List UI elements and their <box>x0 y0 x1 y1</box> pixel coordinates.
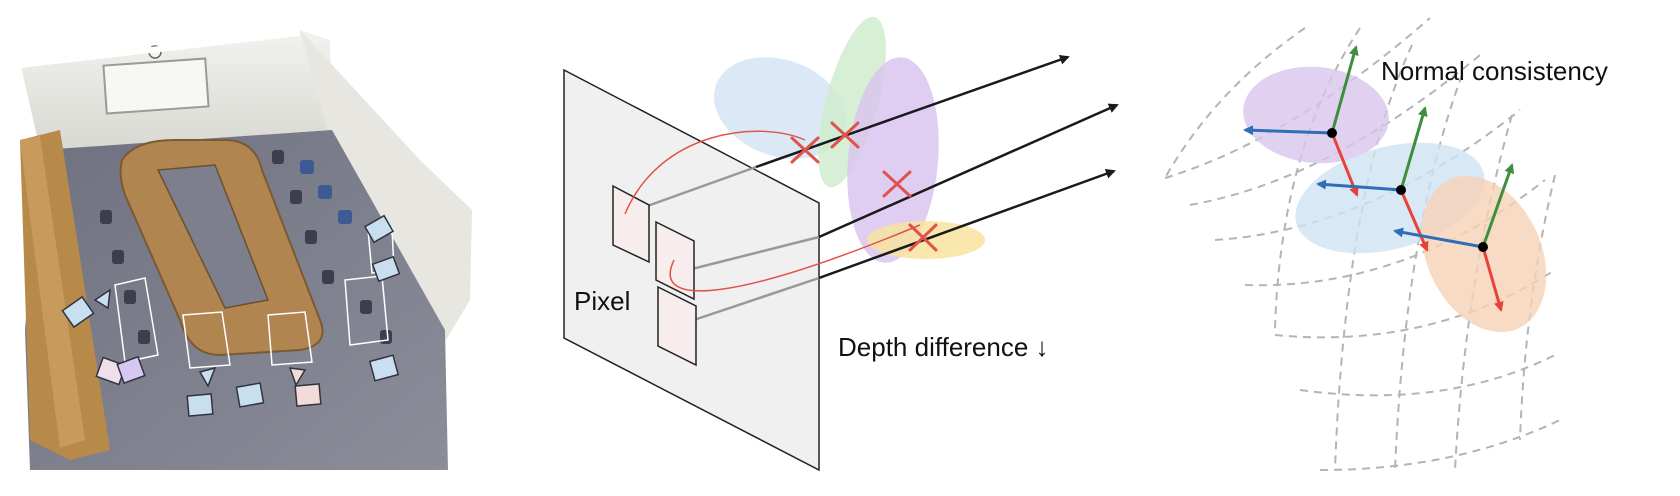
depth-difference-label: Depth difference ↓ <box>838 332 1049 362</box>
pixel-squares <box>612 184 697 367</box>
camera-frustums <box>114 227 395 369</box>
pixel-label: Pixel <box>574 286 630 316</box>
ray-2 <box>818 103 1119 239</box>
normal-consistency-label: Normal consistency <box>1381 56 1608 86</box>
correspondence-arcs <box>624 130 921 292</box>
camera-icons <box>61 214 401 417</box>
gaussian-blue <box>714 57 846 159</box>
depth-panel: Pixel Depth difference ↓ <box>563 16 1119 472</box>
local-frame-1 <box>1243 45 1359 197</box>
gaussian-purple <box>847 57 939 263</box>
intersection-marks <box>790 121 938 252</box>
room-reconstruction <box>20 30 472 470</box>
gaussian-purple-surface <box>1243 66 1389 164</box>
ray-3 <box>818 169 1116 280</box>
local-frame-2 <box>1316 106 1429 252</box>
local-frame-3 <box>1393 163 1515 312</box>
normal-panel: Normal consistency <box>1164 17 1608 471</box>
